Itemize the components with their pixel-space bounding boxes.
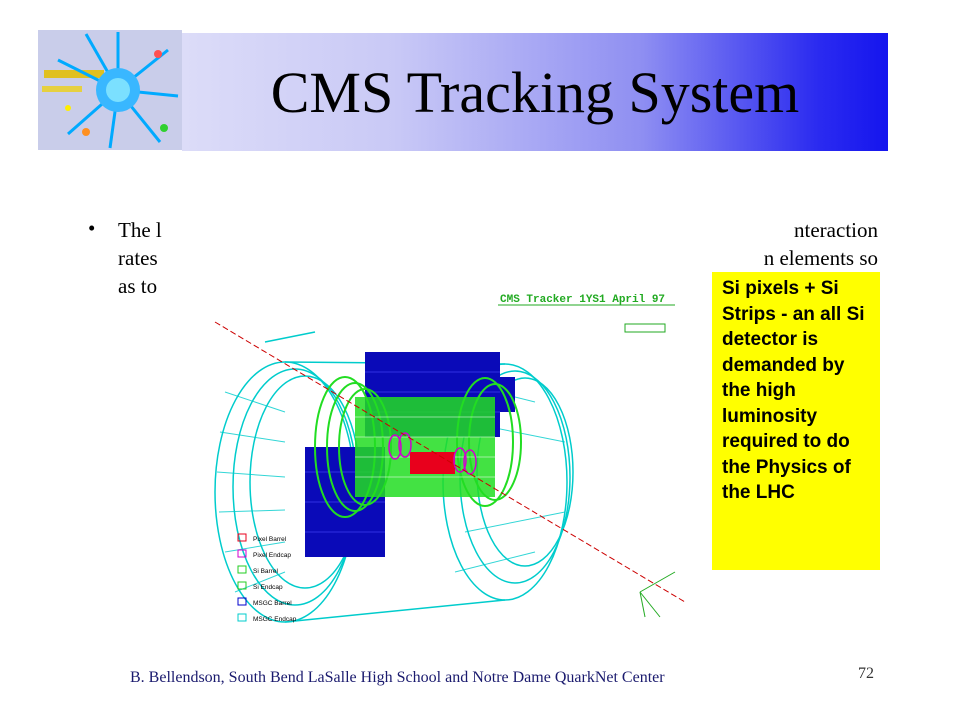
slide-footer: B. Bellendson, South Bend LaSalle High S… (130, 669, 665, 686)
figure-label: CMS Tracker 1YS1 April 97 (500, 294, 665, 306)
legend-pixel-barrel: Pixel Barrel (253, 536, 287, 543)
bullet-line3-left: as to (118, 274, 158, 298)
slide-title: CMS Tracking System (270, 59, 800, 125)
cms-tracker-diagram: CMS Tracker 1YS1 April 97 (205, 272, 710, 642)
tracker-figure: CMS Tracker 1YS1 April 97 (205, 272, 710, 642)
bullet-line1-left: The l (118, 218, 162, 242)
bullet-line1-right: nteraction (794, 218, 878, 242)
legend-si-barrel: Si Barrel (253, 568, 278, 575)
title-banner (182, 33, 888, 151)
legend-msgc-endcap: MSGC Endcap (253, 616, 297, 623)
bullet-line2-left: rates (118, 246, 158, 270)
starburst-logo-icon (38, 30, 182, 150)
legend-si-endcap: Si Endcap (253, 584, 283, 591)
page-number: 72 (858, 665, 874, 682)
logo-image (38, 30, 182, 150)
legend-pixel-endcap: Pixel Endcap (253, 552, 291, 559)
figure-legend: Pixel Barrel Pixel Endcap Si Barrel Si E… (237, 533, 297, 623)
callout-box: Si pixels + Si Strips - an all Si detect… (712, 272, 880, 570)
legend-msgc-barrel: MSGC Barrel (253, 600, 292, 607)
bullet-icon: • (88, 216, 96, 240)
bullet-line2-right: n elements so (763, 246, 878, 270)
